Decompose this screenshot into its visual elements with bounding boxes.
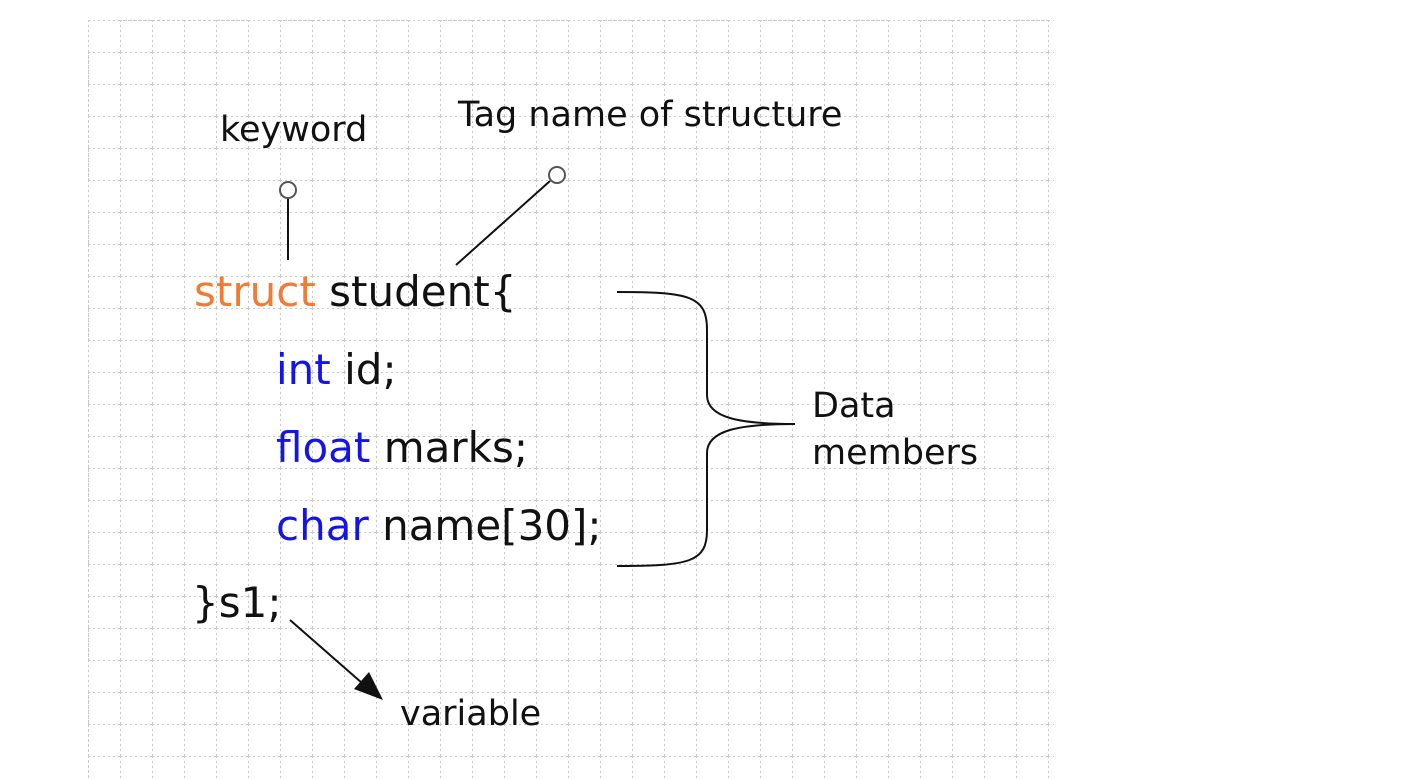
char-type-keyword: char: [276, 501, 369, 550]
variable-label: variable: [400, 694, 542, 734]
data-members-label-line2: members: [812, 433, 979, 473]
tag-name-connector-line: [455, 180, 551, 266]
tag-name-connector-handle: [548, 166, 566, 184]
code-line-float: float marks;: [276, 427, 528, 469]
code-line-int: int id;: [276, 349, 397, 391]
code-line-char: char name[30];: [276, 505, 602, 547]
keyword-label: keyword: [220, 110, 368, 150]
dotted-grid: [88, 20, 1054, 780]
variable-arrow-line: [289, 619, 363, 684]
data-members-label-line1: Data: [812, 386, 896, 426]
variable-arrowhead-icon: [354, 672, 383, 700]
int-member: id;: [330, 345, 397, 394]
struct-tag-name: student{: [315, 267, 517, 316]
closing-brace-variable: }s1;: [192, 578, 282, 627]
code-line-close: }s1;: [192, 582, 281, 624]
char-member: name[30];: [368, 501, 602, 550]
float-member: marks;: [370, 423, 528, 472]
int-type-keyword: int: [276, 345, 331, 394]
data-members-brace: [616, 291, 796, 567]
struct-keyword: struct: [194, 267, 316, 316]
tag-name-label: Tag name of structure: [458, 95, 843, 135]
keyword-connector-handle: [279, 181, 297, 199]
code-line-struct: struct student{: [194, 271, 516, 313]
float-type-keyword: float: [276, 423, 371, 472]
